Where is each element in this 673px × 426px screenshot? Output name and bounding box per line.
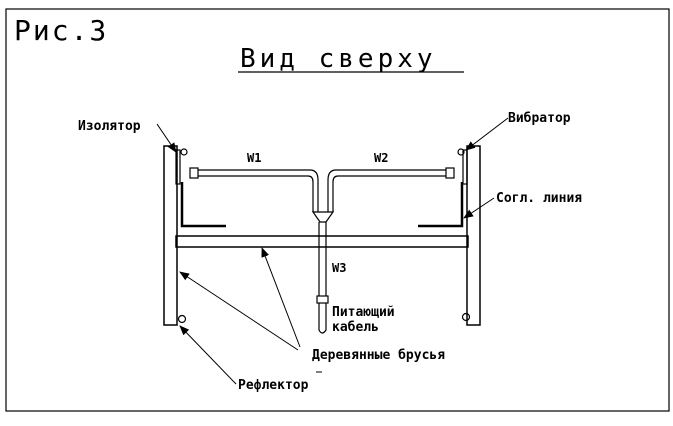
left-reflector-ring <box>177 314 187 324</box>
insulator-label: Изолятор <box>78 119 141 134</box>
feed-cable-label-line1: Питающий <box>332 305 395 320</box>
w2-cable-inner <box>332 175 446 212</box>
right-insulator-ring <box>457 148 465 156</box>
left-insulator-ring <box>180 148 188 156</box>
right-reflector-board <box>466 145 481 326</box>
right-matching-line <box>418 182 464 228</box>
figure-number: Рис.3 <box>14 14 108 47</box>
drawing-frame <box>5 8 670 412</box>
left-vibrator-terminal <box>189 167 199 179</box>
wooden-beams-leader-beam <box>261 247 301 348</box>
w2-label: W2 <box>374 151 388 165</box>
wooden-beams-label: Деревянные брусья <box>312 348 445 363</box>
left-reflector-board <box>163 145 178 326</box>
wooden-cross-beam <box>175 235 469 248</box>
w3-connector <box>316 295 329 304</box>
w3-label: W3 <box>332 261 346 275</box>
left-matching-line <box>180 182 226 228</box>
feed-cable-label-line2: кабель <box>332 320 379 335</box>
w1-cable-outer <box>198 169 319 212</box>
insulator-leader <box>156 123 177 153</box>
w1-label: W1 <box>247 151 261 165</box>
right-vibrator-terminal <box>445 167 455 179</box>
w2-cable-outer <box>327 169 446 212</box>
wooden-beams-leader-left <box>179 271 299 351</box>
left-insulator <box>175 149 181 185</box>
matching-line-leader <box>463 197 495 219</box>
feed-cable-end <box>318 303 327 334</box>
cable-junction <box>311 211 335 223</box>
w1-cable-inner <box>198 175 314 212</box>
matching-line-label: Согл. линия <box>496 191 582 206</box>
right-reflector-ring <box>461 312 471 322</box>
right-insulator <box>462 149 468 185</box>
reflector-leader <box>179 325 237 385</box>
reflector-label: Рефлектор <box>238 378 309 393</box>
vibrator-label: Вибратор <box>508 111 571 126</box>
view-heading: Вид сверху <box>240 44 437 74</box>
vibrator-leader <box>465 117 509 151</box>
